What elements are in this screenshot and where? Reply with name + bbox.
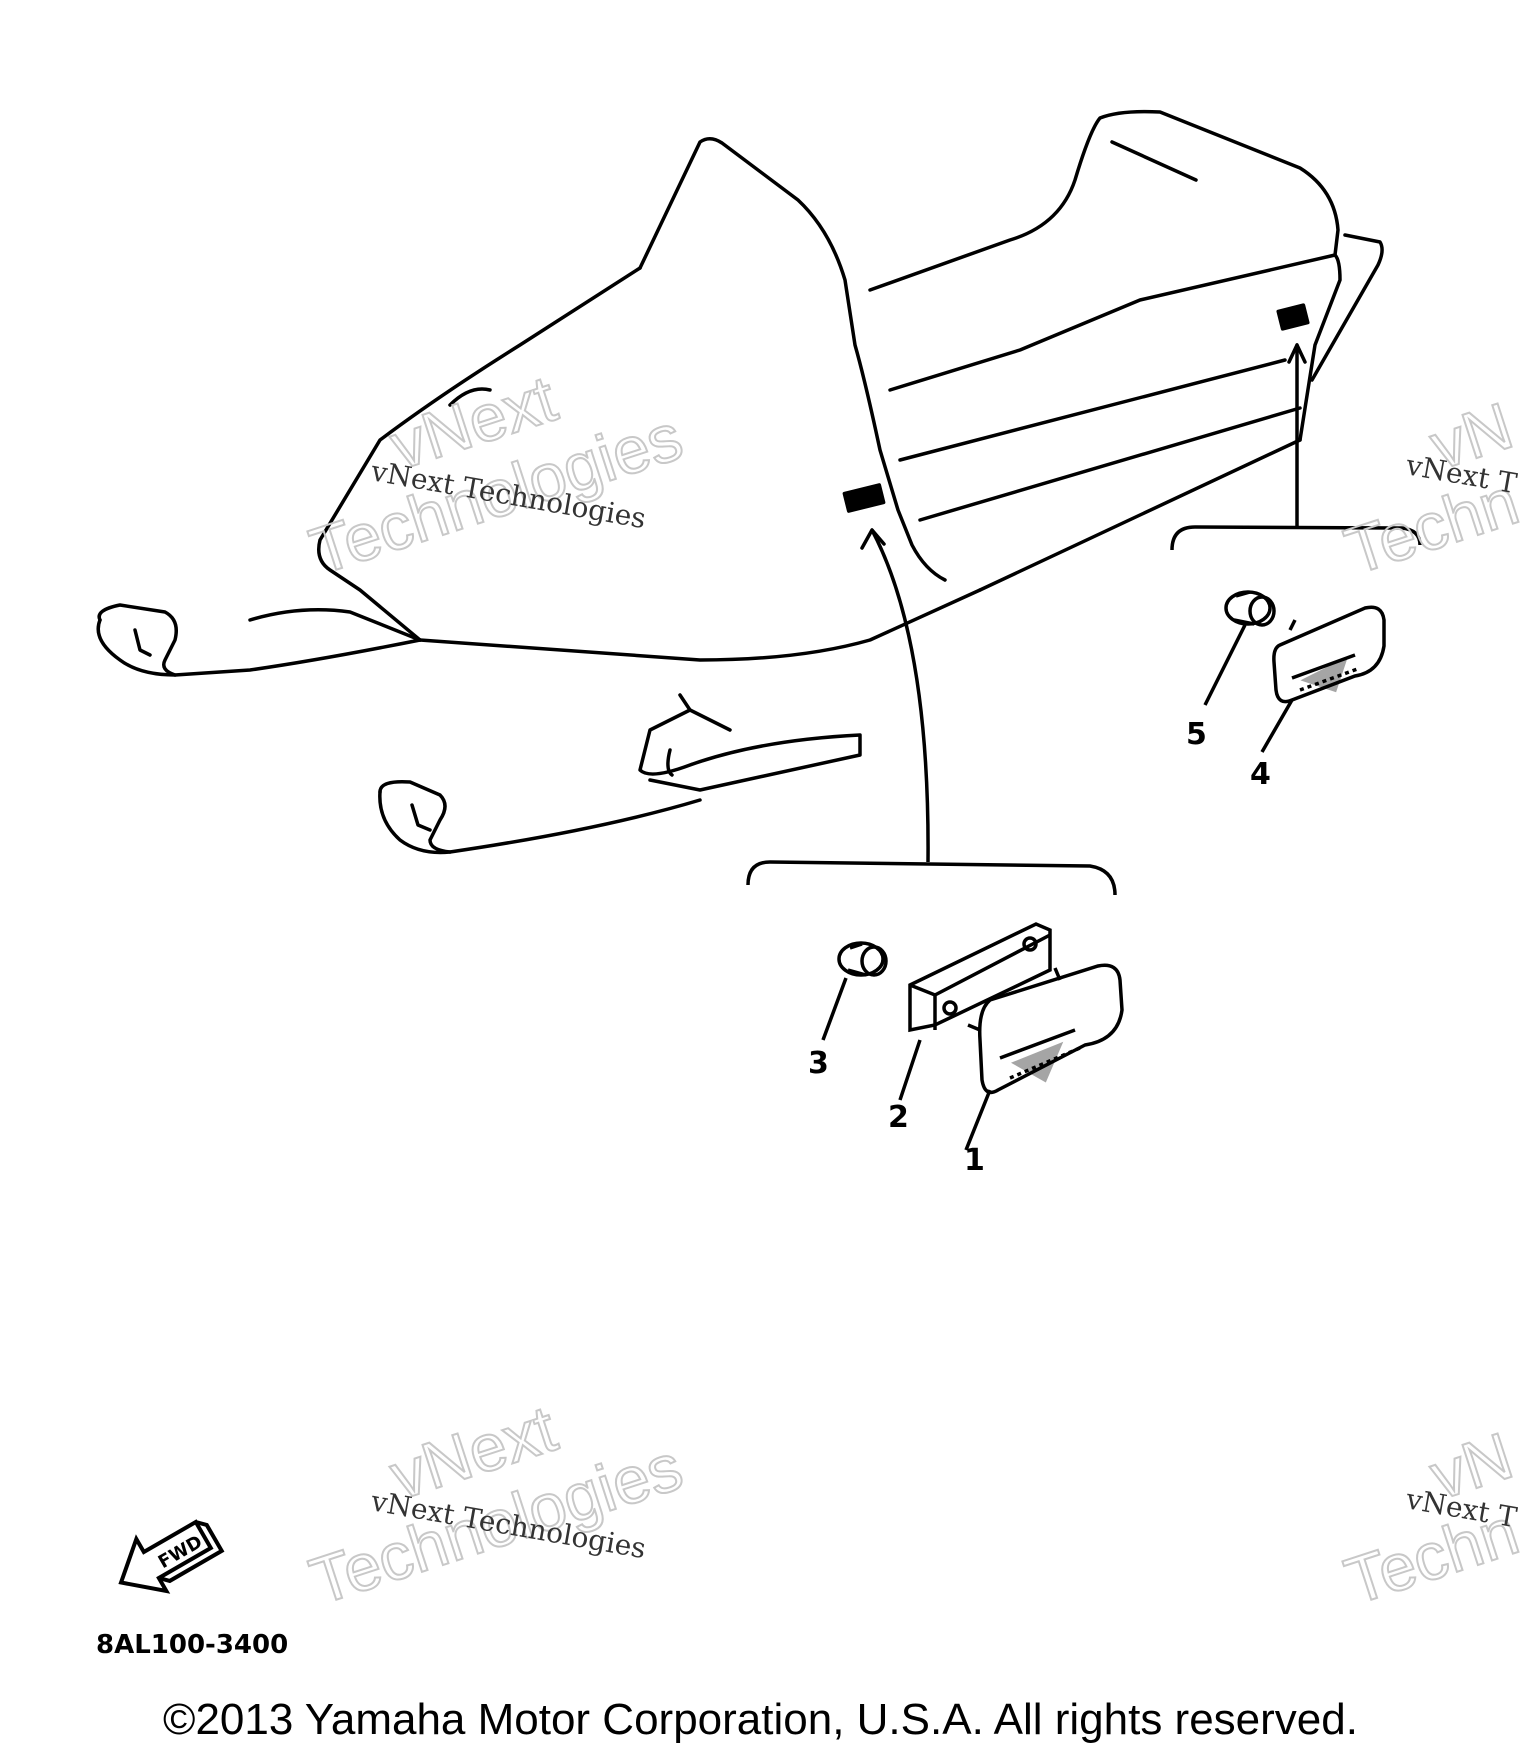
- callout-3: 3: [808, 1046, 829, 1081]
- diagram-code: 8AL100-3400: [96, 1630, 288, 1660]
- part-3-nut-icon: [837, 941, 888, 977]
- snowmobile-outline: [96, 109, 1384, 855]
- callout-1: 1: [964, 1143, 985, 1178]
- watermark-bottom: vNext Technologies vNext Technologies: [300, 1390, 691, 1620]
- part-2-base-plate-icon: [908, 922, 1052, 1033]
- leader-lines: [746, 343, 1422, 896]
- watermark-right-bottom: vN Techn vNext T: [1335, 1417, 1521, 1619]
- rear-parts: [1203, 590, 1386, 753]
- callout-leaders-rear: [1203, 624, 1294, 753]
- callout-leaders-front: [821, 977, 992, 1151]
- bracket-rear: [1170, 525, 1422, 551]
- leader-arrow-front: [870, 529, 930, 863]
- copyright-notice: ©2013 Yamaha Motor Corporation, U.S.A. A…: [163, 1695, 1358, 1744]
- fwd-arrow-icon: FWD: [118, 1519, 225, 1594]
- callout-2: 2: [888, 1100, 909, 1135]
- bracket-front: [746, 860, 1117, 896]
- callout-5: 5: [1186, 717, 1207, 752]
- watermark-right-top: vN Techn vNext T: [1335, 387, 1521, 589]
- front-parts: [821, 922, 1124, 1151]
- part-1-reflector-icon: [967, 963, 1124, 1095]
- part-5-nut-icon: [1224, 590, 1276, 627]
- part-4-reflector-icon: [1272, 605, 1386, 704]
- callout-4: 4: [1250, 757, 1271, 792]
